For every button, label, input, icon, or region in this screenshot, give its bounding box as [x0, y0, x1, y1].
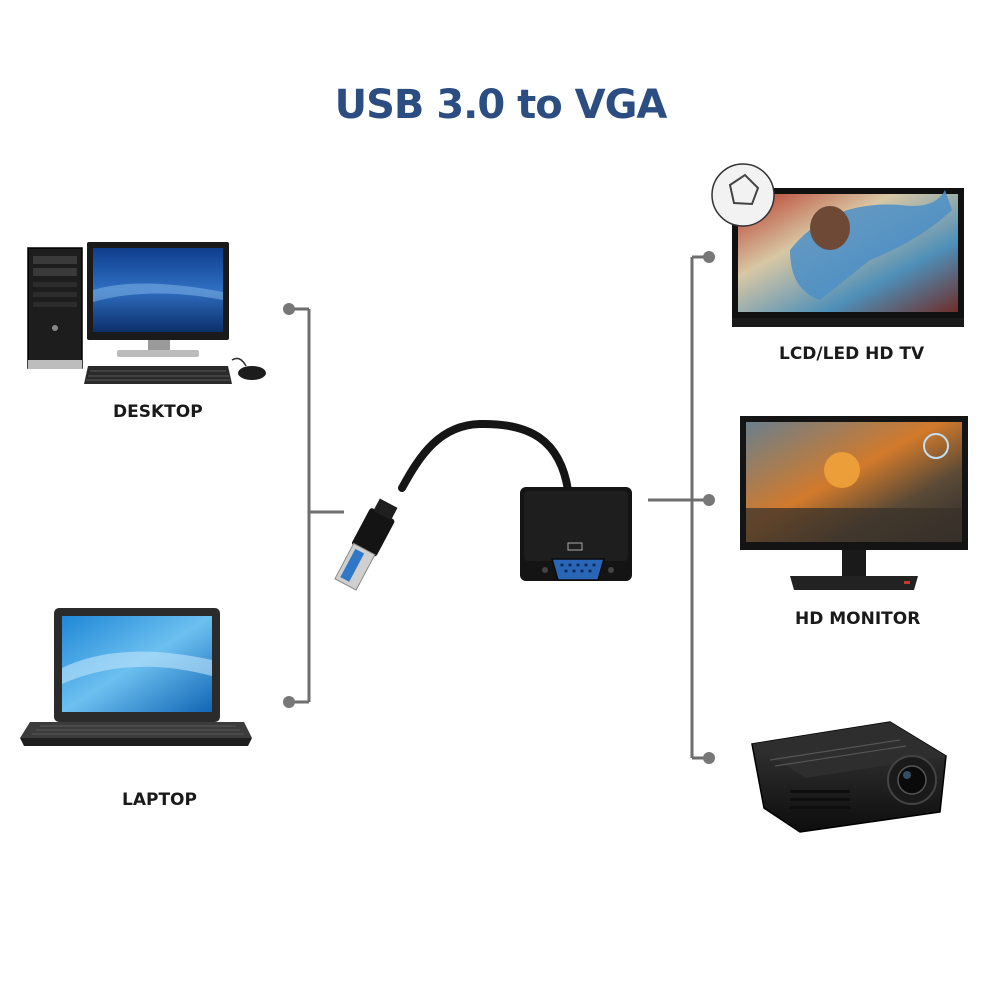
- device-label-monitor: HD MONITOR: [795, 609, 921, 629]
- right-connector-dot: [703, 251, 715, 263]
- desktop-computer-icon: [27, 242, 266, 384]
- left-connector-dot: [283, 303, 295, 315]
- monitor-icon: [740, 416, 968, 590]
- diagram-title: USB 3.0 to VGA: [334, 82, 668, 128]
- right-connector-dot: [703, 494, 715, 506]
- right-connector-dot: [703, 752, 715, 764]
- left-connector-dot: [283, 696, 295, 708]
- projector-icon: [751, 721, 947, 833]
- source-label-laptop: LAPTOP: [122, 790, 197, 810]
- left-connector-bracket: [291, 307, 344, 704]
- device-label-tv: LCD/LED HD TV: [779, 344, 925, 364]
- source-label-desktop: DESKTOP: [113, 402, 203, 422]
- right-connector-bracket: [648, 255, 706, 760]
- laptop-icon: [20, 608, 252, 746]
- tv-icon: [711, 163, 964, 327]
- usb-to-vga-adapter-icon: [334, 419, 632, 591]
